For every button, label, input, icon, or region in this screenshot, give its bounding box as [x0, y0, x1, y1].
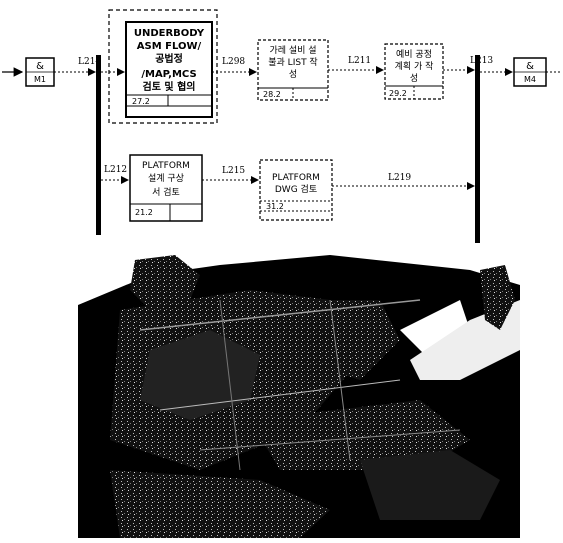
process-box-platform-dwg: PLATFORM DWG 검토 31.2 [260, 160, 332, 220]
link-label-split-to-box4: L212 [104, 165, 127, 175]
box5-line-2: DWG 검토 [275, 183, 317, 195]
link-label-box5-to-join: L219 [388, 173, 411, 183]
box3-line-1: 예비 공정 [396, 49, 432, 60]
start-node: & M1 [26, 58, 54, 86]
box5-line-1: PLATFORM [272, 173, 320, 183]
process-box-platform-concept: PLATFORM 설계 구상 서 검토 21.2 [130, 155, 202, 221]
end-node-mark: & [526, 61, 534, 72]
box4-line-2: 설계 구상 [148, 172, 184, 184]
box5-code: 31.2 [266, 202, 284, 211]
box2-code: 28.2 [263, 90, 281, 99]
box1-line-4: /MAP,MCS [141, 69, 196, 80]
split-bar [96, 55, 101, 235]
box1-line-5: 검토 및 협의 [143, 80, 196, 93]
link-label-box2-to-box3: L211 [348, 56, 371, 66]
end-node-label: M4 [524, 75, 536, 84]
box4-line-1: PLATFORM [142, 161, 190, 171]
box4-code: 21.2 [135, 208, 153, 217]
factory-photo [74, 255, 524, 540]
process-box-preliminary-plan: 예비 공정 계획 가 작 성 29.2 [385, 44, 443, 99]
box1-code: 27.2 [132, 97, 150, 106]
join-bar [475, 55, 480, 243]
start-node-mark: & [36, 61, 44, 72]
link-label-box1-to-box2: L298 [222, 57, 245, 67]
link-label-box3-to-join: L213 [470, 56, 493, 66]
box2-line-3: 성 [289, 69, 297, 80]
box3-line-3: 성 [410, 73, 418, 84]
box4-line-3: 서 검토 [152, 186, 180, 198]
process-box-underbody-asm: UNDERBODY ASM FLOW/ 공법정 /MAP,MCS 검토 및 협의… [126, 22, 212, 117]
box3-line-2: 계획 가 작 [395, 60, 434, 72]
box2-line-2: 불과 LIST 작 [268, 57, 317, 68]
end-node: & M4 [514, 58, 546, 86]
start-node-label: M1 [34, 75, 46, 84]
box3-code: 29.2 [389, 89, 407, 98]
box2-line-1: 가레 설비 설 [269, 45, 316, 56]
box1-line-3: 공법정 [155, 52, 183, 65]
process-box-equipment-list: 가레 설비 설 불과 LIST 작 성 28.2 [258, 40, 328, 100]
box1-line-2: ASM FLOW/ [137, 41, 202, 52]
link-label-box4-to-box5: L215 [222, 166, 245, 176]
box1-line-1: UNDERBODY [134, 28, 205, 39]
